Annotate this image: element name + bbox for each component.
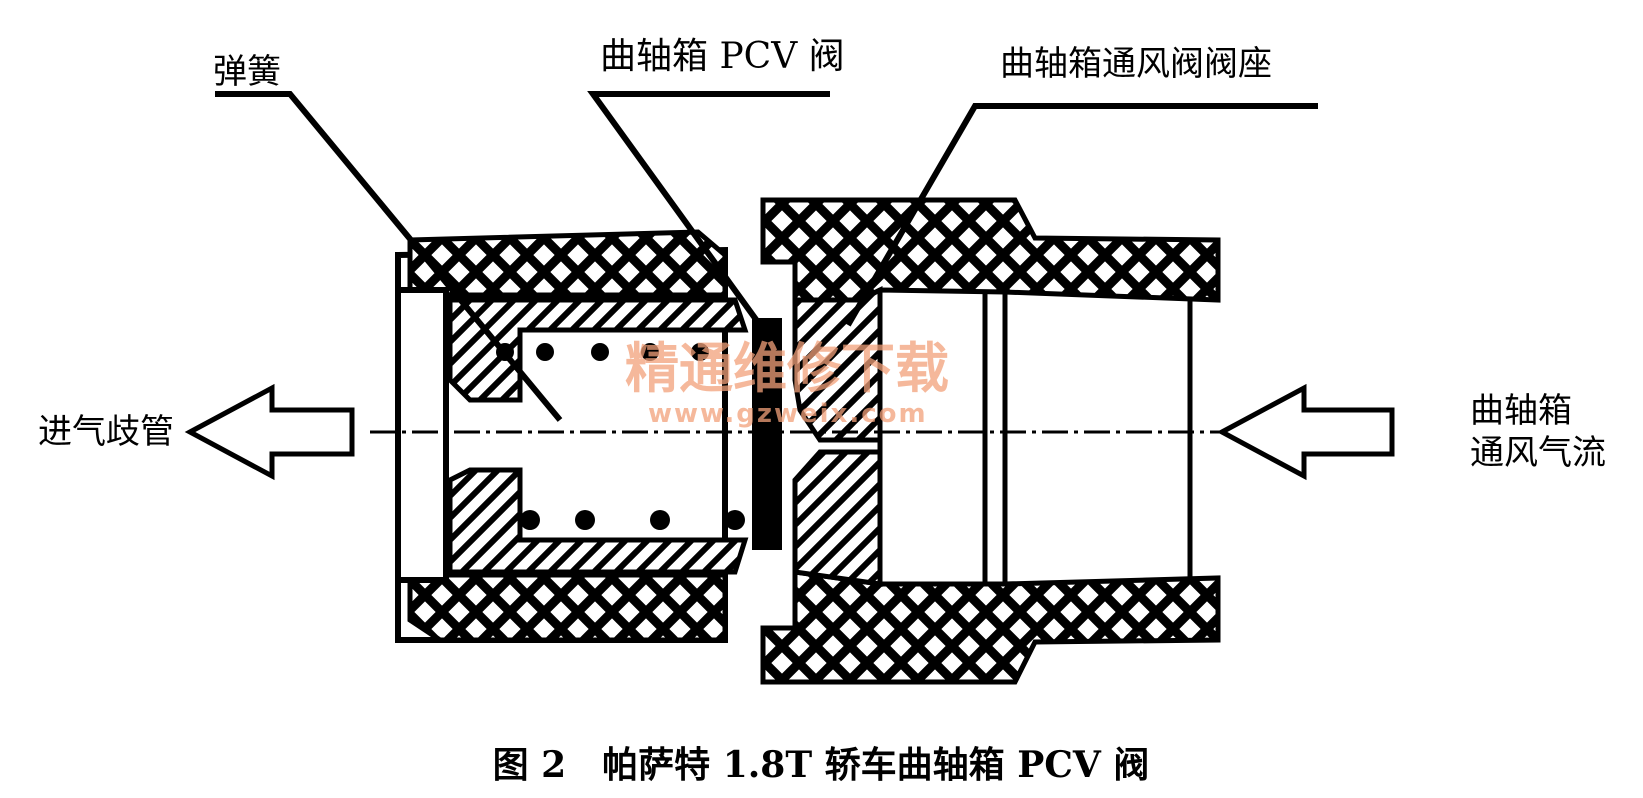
pcv-valve-disc (752, 318, 782, 550)
watermark-text: 精通维修下载 (625, 337, 949, 400)
right-housing-lower (760, 569, 1221, 685)
left-housing-upper (407, 229, 728, 303)
valve-seat-label: 曲轴箱通风阀阀座 (1000, 44, 1272, 84)
right-housing-upper (760, 197, 1221, 303)
watermark-url: www.gzweix.com (648, 399, 928, 429)
valve-seat-leader-line (845, 103, 1318, 327)
crankcase-flow-label-line1: 曲轴箱 (1470, 391, 1572, 431)
figure-caption: 图 2 帕萨特 1.8T 轿车曲轴箱 PCV 阀 (493, 744, 1150, 786)
pcv-valve-body-upper (447, 297, 749, 403)
intake-manifold-label: 进气歧管 (38, 412, 174, 452)
left-flange (395, 287, 449, 583)
crankcase-flow-label-line2: 通风气流 (1470, 433, 1606, 473)
spring-label: 弹簧 (213, 52, 281, 92)
left-housing-lower (407, 572, 728, 643)
crankcase-flow-arrow-icon (1216, 383, 1395, 481)
pcv-valve-body-lower (447, 467, 749, 575)
valve-seat-lower (792, 449, 883, 587)
pcv-valve-leader-line (587, 91, 830, 327)
right-bore-outline (877, 290, 1193, 584)
spring-leader-line (215, 91, 563, 422)
pcv-valve-label: 曲轴箱 PCV 阀 (600, 36, 845, 77)
intake-arrow-icon (184, 383, 355, 481)
spring-coils (496, 343, 745, 530)
